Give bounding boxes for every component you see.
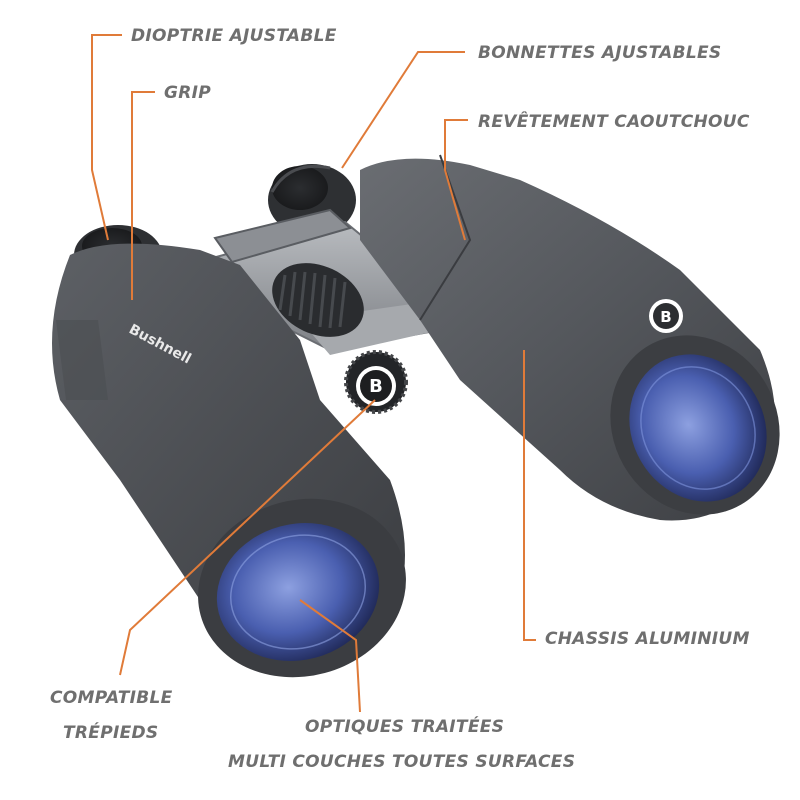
logo-badge-right [649,299,683,333]
callout-line-optiques [299,599,361,713]
label-multi-couches: MULTI COUCHES TOUTES SURFACES [228,752,576,772]
focus-wheel [272,263,364,337]
right-barrel [360,154,780,521]
label-optiques-traitees: OPTIQUES TRAITÉES [305,717,505,737]
label-trepieds: TRÉPIEDS [63,723,159,743]
left-barrel [52,243,406,678]
label-compatible: COMPATIBLE [50,688,173,708]
tripod-adapter-knob [344,350,408,414]
label-chassis-aluminium: CHASSIS ALUMINIUM [545,629,750,649]
callout-line-chassis [523,350,536,641]
label-revetement-caoutchouc: REVÊTEMENT CAOUTCHOUC [478,112,750,132]
label-grip: GRIP [164,83,212,103]
label-bonnettes-ajustables: BONNETTES AJUSTABLES [478,43,722,63]
label-dioptrie-ajustable: DIOPTRIE AJUSTABLE [131,26,337,46]
logo-letter-knob: B [369,376,383,397]
callout-line-grip [131,91,155,300]
callout-line-dioptrie [91,34,122,241]
logo-letter-barrel: B [660,308,671,326]
callout-line-revetement [444,119,468,241]
callout-line-compatible [119,399,376,676]
callout-line-bonnettes [341,51,465,169]
